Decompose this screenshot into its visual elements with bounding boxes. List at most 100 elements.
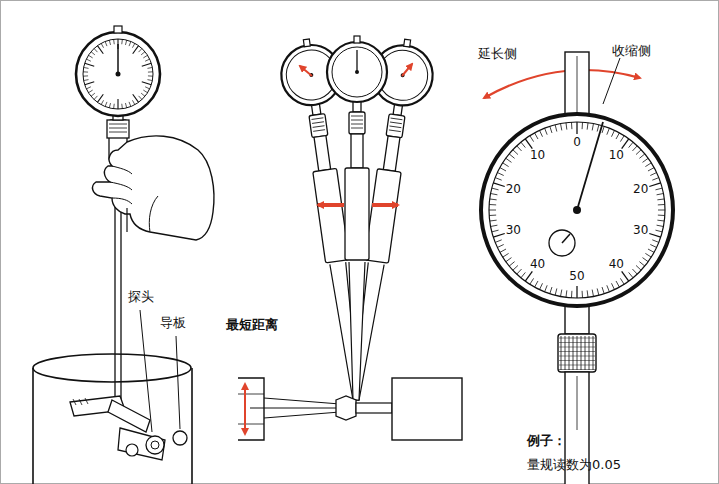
dial-tick bbox=[147, 79, 152, 81]
dial-tick bbox=[576, 286, 577, 298]
knurl-line bbox=[559, 356, 595, 357]
dial-tick bbox=[616, 281, 619, 287]
dial-tick bbox=[565, 123, 567, 130]
dial-tick bbox=[83, 71, 88, 72]
dial-tick bbox=[620, 278, 624, 284]
dial-tick bbox=[513, 150, 518, 155]
dial-tick bbox=[94, 96, 97, 100]
dial-tick bbox=[561, 290, 562, 297]
dial-tick bbox=[658, 204, 665, 205]
dial-tick bbox=[113, 104, 115, 109]
dial-tick bbox=[561, 124, 562, 131]
dial-tick bbox=[491, 225, 498, 226]
dial-tick bbox=[632, 269, 637, 274]
dial-tick bbox=[489, 210, 496, 211]
dial-tick bbox=[582, 291, 583, 298]
dial-tick bbox=[509, 154, 514, 158]
dial-tick bbox=[500, 168, 506, 171]
knurl-line bbox=[559, 365, 595, 366]
dial-tick bbox=[85, 82, 95, 85]
dial-tick bbox=[632, 146, 637, 151]
dial-tick bbox=[506, 158, 512, 162]
dial-tick bbox=[540, 130, 543, 136]
dial-tick bbox=[97, 46, 103, 54]
dial-tick bbox=[503, 253, 509, 257]
dial-number: 30 bbox=[633, 224, 648, 237]
knurl-line bbox=[559, 360, 595, 361]
dial-tick bbox=[489, 204, 496, 205]
dial-tick bbox=[545, 128, 548, 135]
part-name: 导板 bbox=[160, 316, 186, 330]
dial-tick bbox=[622, 139, 629, 149]
dial-tick bbox=[649, 233, 660, 237]
dial-tick bbox=[555, 125, 557, 132]
dial-tick bbox=[648, 249, 654, 252]
dial-tick bbox=[611, 283, 614, 289]
dial-tick bbox=[142, 63, 152, 66]
dial-tick bbox=[517, 146, 522, 151]
dial-tick bbox=[84, 67, 89, 69]
dial-tick bbox=[141, 52, 145, 55]
knurl-line bbox=[559, 347, 595, 348]
dial-tick bbox=[535, 133, 538, 139]
dial-tick bbox=[94, 48, 97, 52]
dial-tick bbox=[587, 123, 589, 130]
dial-tick bbox=[639, 154, 644, 158]
dial-tick bbox=[607, 285, 610, 292]
dial-tick bbox=[117, 39, 118, 49]
dial-tick bbox=[645, 163, 651, 167]
dial-tick bbox=[503, 163, 509, 167]
example-heading: 例子： bbox=[527, 434, 566, 448]
dial-number: 20 bbox=[506, 183, 521, 196]
dial-tick bbox=[652, 178, 659, 181]
direction-label: 收缩侧 bbox=[612, 44, 651, 58]
dial-tick bbox=[121, 39, 123, 44]
dial-tick bbox=[88, 90, 92, 93]
dial-tick bbox=[492, 230, 499, 232]
dial-tick bbox=[105, 102, 107, 107]
dial-tick bbox=[497, 244, 503, 247]
dial-tick bbox=[525, 139, 532, 149]
dial-tick bbox=[133, 94, 139, 102]
dial-tick bbox=[125, 40, 126, 45]
dial-tick bbox=[109, 40, 110, 45]
dial-tick bbox=[620, 136, 624, 142]
dial-tick bbox=[643, 258, 649, 262]
dial-tick bbox=[622, 271, 629, 281]
dial-tick bbox=[643, 158, 649, 162]
dial-tick bbox=[495, 240, 502, 243]
dial-tick bbox=[648, 168, 654, 171]
dial-tick bbox=[550, 126, 552, 133]
dial-tick bbox=[657, 198, 664, 200]
knurl-line bbox=[559, 342, 595, 343]
part-name: 探头 bbox=[128, 290, 154, 304]
dial-tick bbox=[571, 122, 572, 129]
dial-tick bbox=[565, 290, 567, 297]
dial-tick bbox=[105, 41, 107, 46]
dial-tick bbox=[495, 178, 502, 181]
dial-tick bbox=[629, 272, 633, 277]
dial-tick bbox=[109, 103, 110, 108]
dial-number: 30 bbox=[506, 224, 521, 237]
dial-tick bbox=[101, 43, 103, 47]
dial-tick bbox=[129, 41, 131, 46]
dial-tick bbox=[652, 240, 659, 243]
dial-tick bbox=[141, 93, 145, 96]
dial-tick bbox=[142, 82, 152, 85]
dial-tick bbox=[655, 230, 662, 232]
dial-tick bbox=[133, 46, 139, 54]
dial-tick bbox=[493, 183, 504, 187]
dial-tick bbox=[509, 262, 514, 266]
dial-tick bbox=[85, 63, 95, 66]
dial-tick bbox=[121, 104, 123, 109]
dial-tick bbox=[649, 183, 660, 187]
dial-tick bbox=[117, 99, 118, 109]
dial-tick bbox=[592, 290, 593, 297]
dial-tick bbox=[658, 215, 665, 216]
dial-tick bbox=[143, 55, 147, 58]
dial-tick bbox=[636, 265, 641, 270]
dial-tick bbox=[147, 67, 152, 69]
dial-tick bbox=[91, 52, 95, 55]
dial-tick bbox=[540, 283, 543, 289]
dial-tick bbox=[587, 290, 589, 297]
